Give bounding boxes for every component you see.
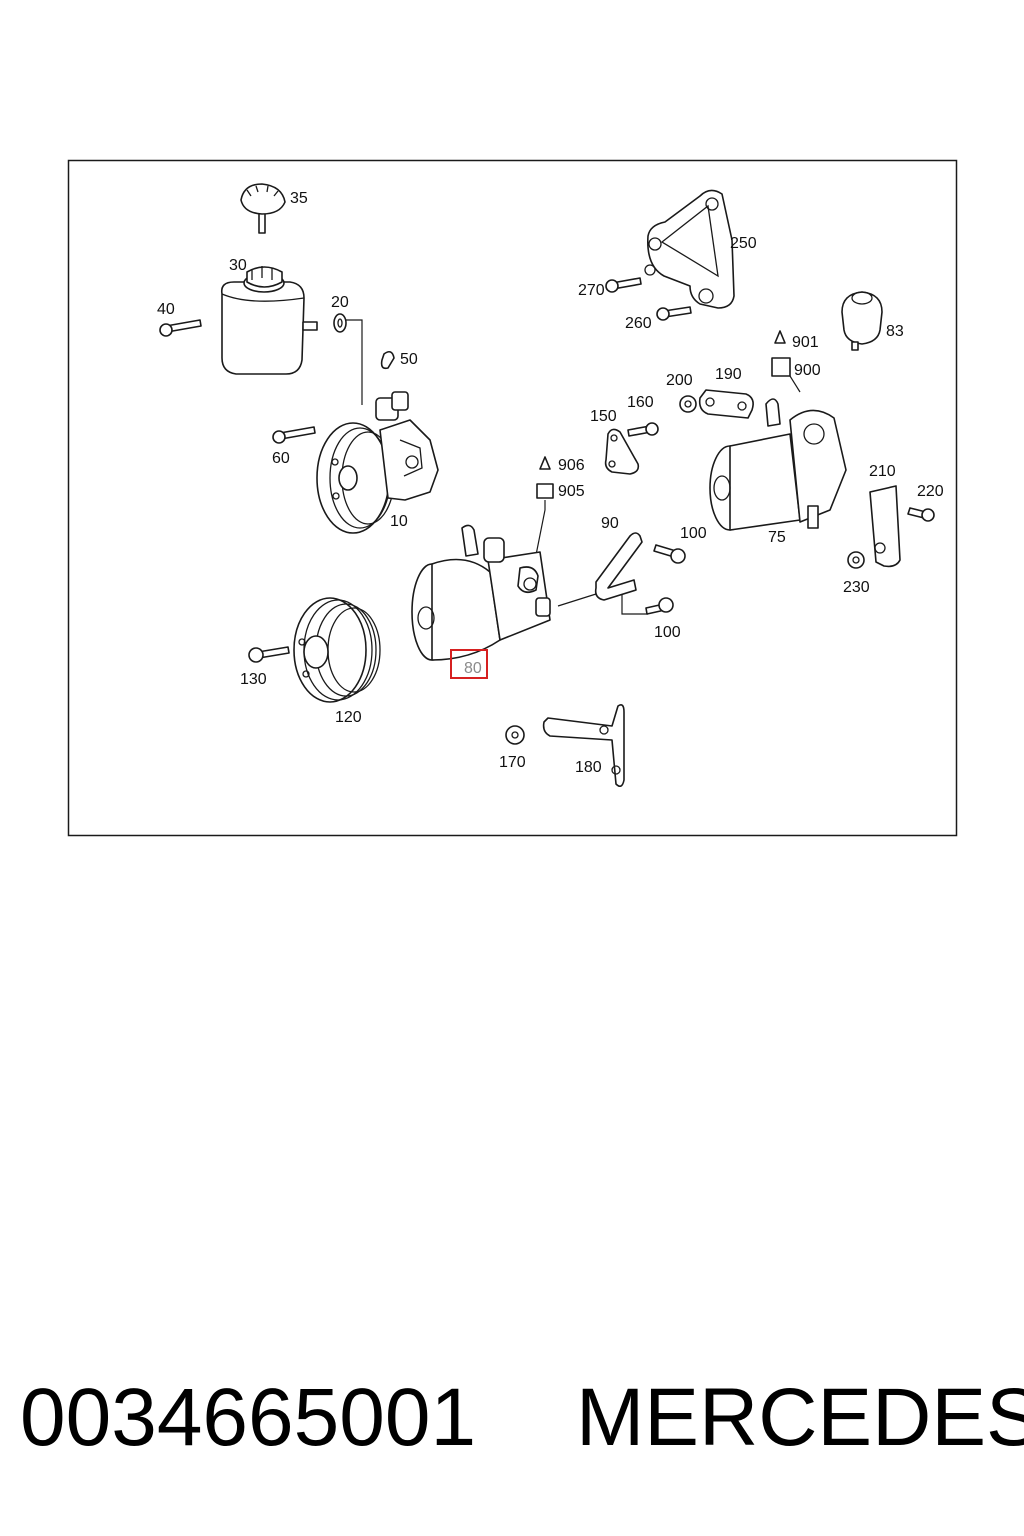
callout-120[interactable]: 120: [335, 709, 362, 726]
part-230-nut[interactable]: [847, 551, 865, 569]
part-100-bolt-lower[interactable]: [645, 597, 674, 615]
callout-30[interactable]: 30: [229, 257, 247, 274]
callout-50[interactable]: 50: [400, 351, 418, 368]
part-83-filter-cap[interactable]: [841, 291, 883, 351]
part-250-bracket[interactable]: [644, 189, 735, 309]
part-50-clip[interactable]: [380, 350, 395, 370]
callout-906[interactable]: 906: [558, 457, 585, 474]
part-20-seal[interactable]: [333, 313, 363, 405]
callout-160[interactable]: 160: [627, 394, 654, 411]
part-180-bracket[interactable]: [542, 704, 625, 788]
part-100-bolt-upper[interactable]: [653, 544, 686, 564]
part-130-bolt[interactable]: [248, 646, 290, 663]
part-60-bolt[interactable]: [272, 426, 316, 444]
part-30-reservoir[interactable]: [220, 266, 318, 375]
part-number: 0034665001: [20, 1372, 477, 1463]
part-160-bolt[interactable]: [627, 422, 659, 437]
part-905-connector[interactable]: [534, 483, 554, 561]
callout-230[interactable]: 230: [843, 579, 870, 596]
callout-180[interactable]: 180: [575, 759, 602, 776]
callout-83[interactable]: 83: [886, 323, 904, 340]
callout-190[interactable]: 190: [715, 366, 742, 383]
callout-220[interactable]: 220: [917, 483, 944, 500]
callout-270[interactable]: 270: [578, 282, 605, 299]
part-170-nut[interactable]: [505, 725, 525, 745]
part-35-cap[interactable]: [240, 183, 286, 234]
part-906-connector[interactable]: [539, 456, 551, 470]
footer: 0034665001 MERCEDES: [0, 1368, 1024, 1468]
part-75-pump[interactable]: [709, 398, 847, 531]
callout-80[interactable]: 80: [464, 660, 482, 677]
callout-40[interactable]: 40: [157, 301, 175, 318]
callout-150[interactable]: 150: [590, 408, 617, 425]
callout-20[interactable]: 20: [331, 294, 349, 311]
callout-75[interactable]: 75: [768, 529, 786, 546]
callout-10[interactable]: 10: [390, 513, 408, 530]
callout-260[interactable]: 260: [625, 315, 652, 332]
brand-name: MERCEDES: [576, 1372, 1024, 1463]
part-120-pulley[interactable]: [293, 597, 381, 703]
part-901-connector[interactable]: [774, 330, 786, 344]
callout-100a[interactable]: 100: [680, 525, 707, 542]
part-270-bolt[interactable]: [605, 277, 642, 293]
diagram-frame: [67, 159, 958, 837]
highlight-box-80: [450, 649, 488, 679]
callout-250[interactable]: 250: [730, 235, 757, 252]
part-900-connector[interactable]: [771, 357, 801, 393]
part-190-plate[interactable]: [698, 389, 754, 419]
part-10-pump[interactable]: [316, 391, 439, 534]
callout-100b[interactable]: 100: [654, 624, 681, 641]
part-200-nut[interactable]: [679, 395, 697, 413]
part-90-bracket[interactable]: [557, 532, 648, 615]
callout-200[interactable]: 200: [666, 372, 693, 389]
part-260-bolt[interactable]: [656, 306, 692, 321]
callout-60[interactable]: 60: [272, 450, 290, 467]
callout-900[interactable]: 900: [794, 362, 821, 379]
callout-130[interactable]: 130: [240, 671, 267, 688]
callout-90[interactable]: 90: [601, 515, 619, 532]
part-40-bolt[interactable]: [159, 319, 202, 337]
callout-170[interactable]: 170: [499, 754, 526, 771]
callout-labels: 35 30 40 20 50 60 10 906 905 270 250 260 83 901 900 200…: [157, 190, 944, 776]
part-150-bracket[interactable]: [604, 428, 640, 475]
callout-905[interactable]: 905: [558, 483, 585, 500]
callout-35[interactable]: 35: [290, 190, 308, 207]
callout-210[interactable]: 210: [869, 463, 896, 480]
part-210-bracket[interactable]: [869, 485, 901, 568]
part-220-bolt[interactable]: [907, 507, 935, 522]
callout-901[interactable]: 901: [792, 334, 819, 351]
part-80-pump[interactable]: [411, 524, 551, 661]
